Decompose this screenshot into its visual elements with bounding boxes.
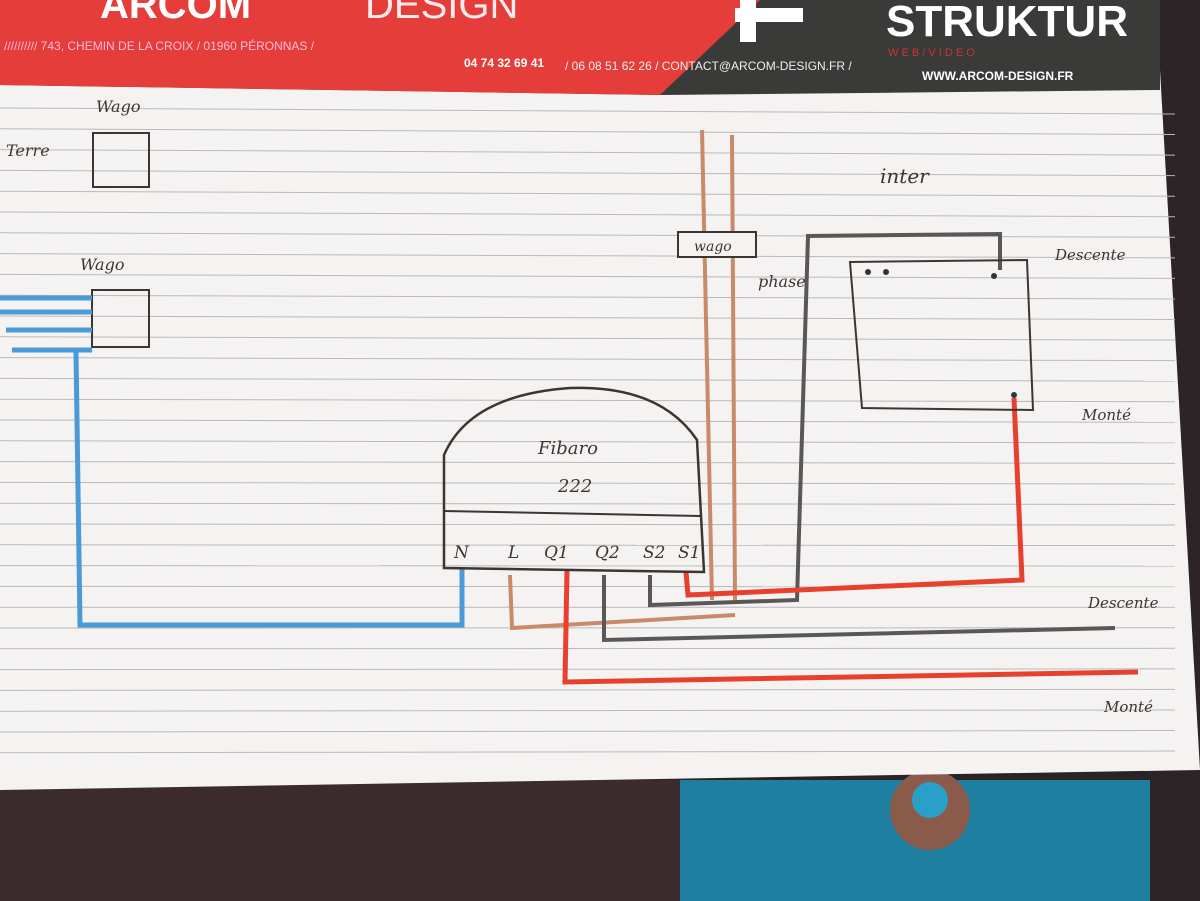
- banner-red: [0, 0, 760, 95]
- neutral-wires: [0, 295, 465, 628]
- ruled-line: [0, 336, 1176, 341]
- ruled-line: [0, 481, 1176, 485]
- phase-label: phase: [758, 272, 806, 291]
- ruled-line: [0, 565, 1176, 567]
- terminal-q1: Q1: [544, 543, 569, 563]
- wago-terre-label: Wago: [96, 97, 140, 116]
- ruled-line: [0, 149, 1176, 156]
- ruled-line: [0, 273, 1176, 279]
- fabric-flower-center: [912, 782, 948, 818]
- ruled-line: [0, 461, 1176, 464]
- inter-label: inter: [880, 164, 930, 188]
- ruled-line: [0, 523, 1176, 526]
- ruled-line: [0, 128, 1176, 136]
- monte-top-label: Monté: [1081, 406, 1131, 424]
- switch-terminal: [865, 269, 871, 275]
- red-wires: [562, 397, 1139, 685]
- descente-bottom-label: Descente: [1087, 594, 1159, 612]
- wago-terre: [92, 132, 150, 188]
- ruled-line: [0, 750, 1176, 754]
- website-text: WWW.ARCOM-DESIGN.FR: [922, 69, 1074, 83]
- terminal-s2: S2: [643, 543, 665, 563]
- ruled-line: [0, 668, 1176, 671]
- inter-switch: [848, 258, 1035, 412]
- terminal-labels: N L Q1 Q2 S2 S1: [453, 543, 700, 563]
- ruled-line: [0, 211, 1176, 218]
- brand-arcom: ARCOM: [100, 0, 251, 27]
- monte-bottom-label: Monté: [1103, 698, 1153, 716]
- ruled-line: [0, 377, 1176, 382]
- address-text: ////////// 743, CHEMIN DE LA CROIX / 019…: [4, 38, 315, 53]
- ruled-line: [0, 730, 1176, 733]
- fibaro-module: [442, 386, 706, 574]
- ruled-lines: [0, 107, 1176, 754]
- ruled-line: [0, 398, 1176, 403]
- switch-terminal: [991, 273, 997, 279]
- ruled-line: [0, 315, 1176, 321]
- ruled-line: [0, 419, 1176, 423]
- phase-wires: [508, 129, 737, 631]
- wago-phase: [677, 231, 757, 258]
- module-model: 222: [557, 476, 592, 497]
- plus-icon-bar: [735, 8, 803, 22]
- ruled-line: [0, 688, 1176, 691]
- grey-wires: [602, 231, 1116, 643]
- terminal-l: L: [507, 543, 519, 563]
- phone-primary: 04 74 32 69 41: [464, 56, 544, 70]
- terminal-n: N: [453, 543, 470, 563]
- wago-neutral-label: Wago: [80, 255, 124, 274]
- ruled-line: [0, 440, 1176, 444]
- module-name: Fibaro: [537, 438, 598, 459]
- ruled-line: [0, 169, 1176, 177]
- switch-terminal: [1011, 392, 1017, 398]
- ruled-line: [0, 502, 1176, 505]
- ruled-line: [0, 107, 1176, 115]
- brand-design: DESIGN: [365, 0, 518, 27]
- brand-webvideo: W E B / V I D E O: [888, 47, 975, 59]
- wago-phase-label: wago: [694, 239, 732, 255]
- contact-text: / 06 08 51 62 26 / CONTACT@ARCOM-DESIGN.…: [565, 59, 852, 73]
- ruled-line: [0, 253, 1176, 259]
- brand-struktur: STRUKTUR: [886, 0, 1128, 46]
- wago-neutral: [91, 289, 150, 348]
- descente-top-label: Descente: [1054, 246, 1126, 264]
- module-divider: [443, 510, 701, 517]
- ruled-line: [0, 294, 1176, 300]
- ruled-line: [0, 544, 1176, 547]
- terre-label: Terre: [6, 141, 50, 160]
- ruled-line: [0, 709, 1176, 712]
- ruled-line: [0, 232, 1176, 238]
- terminal-s1: S1: [678, 543, 700, 563]
- ruled-line: [0, 357, 1176, 362]
- switch-terminal: [883, 269, 889, 275]
- ruled-line: [0, 190, 1176, 197]
- terminal-q2: Q2: [595, 543, 620, 563]
